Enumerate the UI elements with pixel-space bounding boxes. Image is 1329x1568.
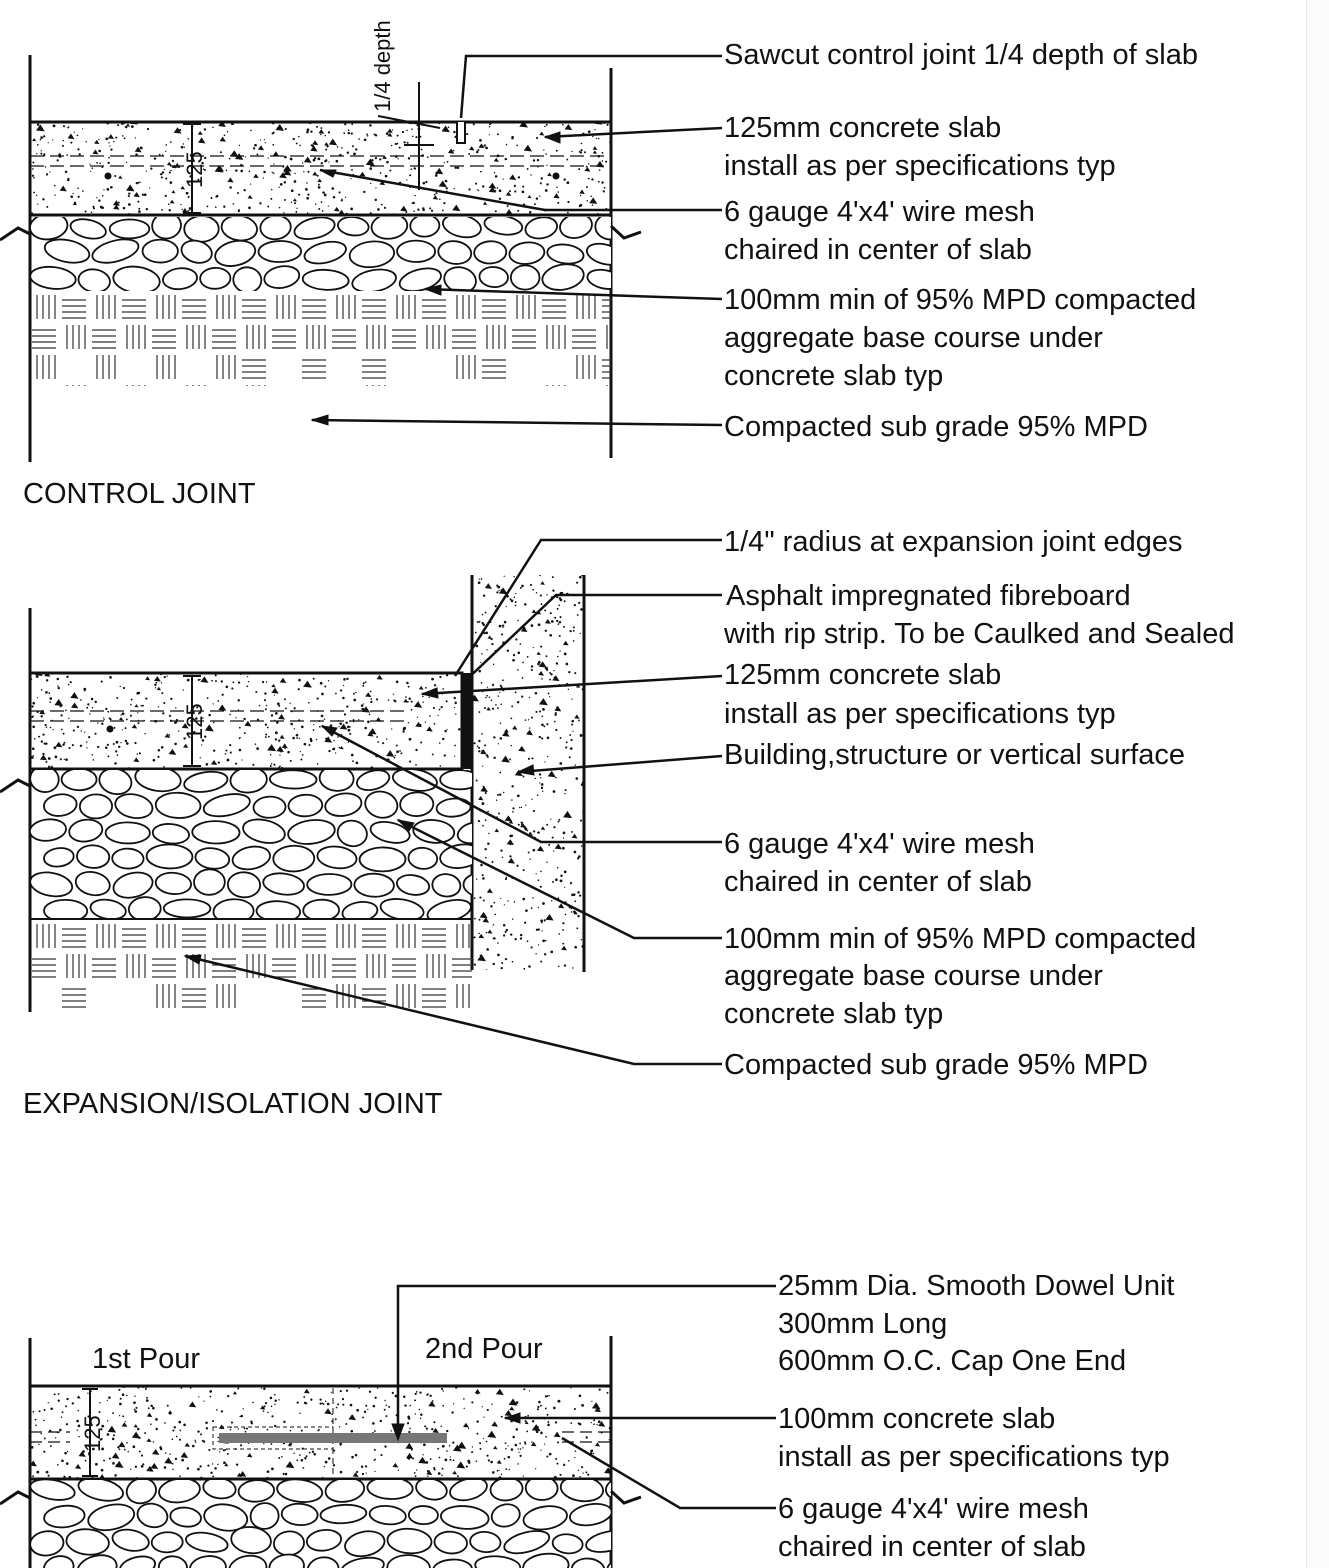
callout-slab: 125mm concrete slab bbox=[724, 112, 1001, 144]
callout-mesh: 6 gauge 4'x4' wire mesh bbox=[778, 1493, 1089, 1525]
mesh-chair-dot bbox=[104, 172, 112, 180]
dimension-125 bbox=[183, 675, 201, 767]
callout-aggregate-line2: aggregate base course under bbox=[724, 322, 1103, 354]
callout-slab: 100mm concrete slab bbox=[778, 1403, 1055, 1435]
callout-mesh-line2: chaired in center of slab bbox=[724, 866, 1032, 898]
concrete-stipple bbox=[30, 122, 611, 215]
leader-lines bbox=[396, 1284, 776, 1510]
break-line-left bbox=[0, 1490, 31, 1506]
quarter-depth-label: 1/4 depth bbox=[370, 20, 395, 112]
slab-thickness-label: 125 bbox=[80, 1415, 105, 1452]
callout-aggregate-line3: concrete slab typ bbox=[724, 998, 943, 1030]
control-joint-detail bbox=[0, 54, 723, 462]
callout-dowel-line3: 600mm O.C. Cap One End bbox=[778, 1345, 1126, 1377]
aggregate-base bbox=[30, 1480, 611, 1568]
callout-aggregate: 100mm min of 95% MPD compacted bbox=[724, 923, 1196, 955]
fibreboard bbox=[462, 673, 472, 769]
dimension-quarter-depth bbox=[377, 82, 441, 190]
leader-lines bbox=[184, 538, 723, 1066]
sheet-edge bbox=[1306, 0, 1329, 1568]
mesh-chair-dot bbox=[106, 725, 114, 733]
expansion-joint-detail bbox=[0, 538, 723, 1066]
callout-slab-line2: install as per specifications typ bbox=[724, 698, 1116, 730]
callout-aggregate: 100mm min of 95% MPD compacted bbox=[724, 284, 1196, 316]
slab-thickness-label: 125 bbox=[182, 151, 207, 188]
callout-dowel-line2: 300mm Long bbox=[778, 1308, 947, 1340]
subgrade-hatch bbox=[32, 924, 472, 1008]
callout-slab-line2: install as per specifications typ bbox=[724, 150, 1116, 182]
callout-slab-line2: install as per specifications typ bbox=[778, 1441, 1170, 1473]
subgrade-hatch bbox=[32, 295, 611, 386]
break-line-right bbox=[609, 1489, 642, 1505]
concrete-slab bbox=[28, 120, 613, 217]
callout-slab: 125mm concrete slab bbox=[724, 659, 1001, 691]
second-pour-label: 2nd Pour bbox=[425, 1333, 543, 1365]
construction-joint-labels: 1st Pour 2nd Pour 125 25mm Dia. Smooth D… bbox=[80, 1270, 1174, 1563]
concrete-stipple bbox=[30, 1386, 611, 1479]
dowel-bar bbox=[219, 1433, 447, 1443]
wire-mesh-lines bbox=[30, 155, 611, 167]
callout-aggregate-line3: concrete slab typ bbox=[724, 360, 943, 392]
wall-stipple bbox=[472, 575, 584, 970]
detail-title: CONTROL JOINT bbox=[23, 478, 256, 510]
aggregate-base bbox=[30, 217, 611, 291]
callout-sawcut: Sawcut control joint 1/4 depth of slab bbox=[724, 39, 1198, 71]
callout-aggregate-line2: aggregate base course under bbox=[724, 960, 1103, 992]
callout-subgrade: Compacted sub grade 95% MPD bbox=[724, 411, 1148, 443]
callout-fibreboard-line2: with rip strip. To be Caulked and Sealed bbox=[723, 618, 1235, 650]
dimension-125 bbox=[82, 1388, 98, 1477]
callout-mesh-line2: chaired in center of slab bbox=[724, 234, 1032, 266]
mesh-chair-dot bbox=[552, 172, 560, 180]
dimension-125 bbox=[183, 123, 201, 214]
callout-mesh: 6 gauge 4'x4' wire mesh bbox=[724, 196, 1035, 228]
expansion-joint-labels: 125 1/4" radius at expansion joint edges… bbox=[23, 526, 1235, 1120]
break-line-right bbox=[609, 224, 642, 240]
aggregate-base bbox=[30, 770, 472, 920]
callout-subgrade: Compacted sub grade 95% MPD bbox=[724, 1049, 1148, 1081]
break-line-left bbox=[0, 226, 31, 242]
wire-mesh-lines bbox=[30, 710, 408, 722]
callout-radius: 1/4" radius at expansion joint edges bbox=[724, 526, 1183, 558]
detail-title: EXPANSION/ISOLATION JOINT bbox=[23, 1088, 443, 1120]
break-line-left bbox=[0, 778, 31, 794]
sawcut-notch bbox=[456, 122, 466, 144]
first-pour-label: 1st Pour bbox=[92, 1343, 200, 1375]
callout-mesh: 6 gauge 4'x4' wire mesh bbox=[724, 828, 1035, 860]
concrete-stipple bbox=[30, 673, 468, 769]
construction-joint-detail bbox=[0, 1284, 776, 1568]
control-joint-labels: 1/4 depth 125 Sawcut control joint 1/4 d… bbox=[23, 20, 1198, 510]
callout-dowel: 25mm Dia. Smooth Dowel Unit bbox=[778, 1270, 1174, 1302]
dowel-sleeve bbox=[212, 1426, 334, 1450]
leader-lines bbox=[311, 54, 723, 427]
callout-fibreboard: Asphalt impregnated fibreboard bbox=[726, 580, 1131, 612]
callout-structure: Building,structure or vertical surface bbox=[724, 739, 1185, 771]
callout-mesh-line2: chaired in center of slab bbox=[778, 1531, 1086, 1563]
slab-thickness-label: 125 bbox=[182, 703, 207, 740]
